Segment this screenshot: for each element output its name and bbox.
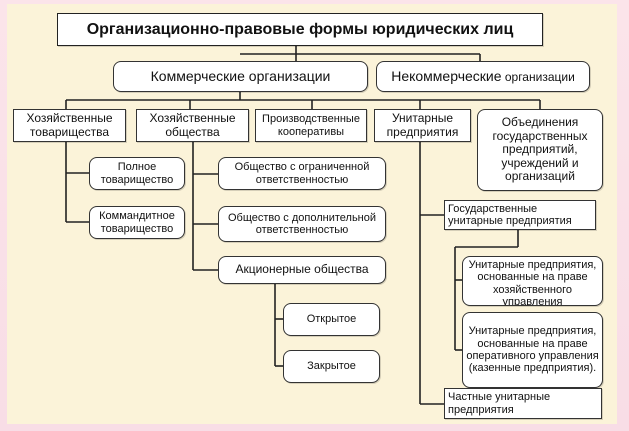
open-jsc-box: Открытое [283, 303, 380, 336]
state-unitary-box: Государственные унитарные предприятия [444, 200, 596, 230]
noncommercial-organizations-label: Некоммерческие организации [391, 67, 575, 85]
jsc-box: Акционерные общества [218, 256, 386, 284]
noncommercial-label-tail: организации [501, 69, 575, 84]
economic-partnerships-box: Хозяйственные товарищества [13, 109, 126, 142]
diagram-title: Организационно-правовые формы юридически… [57, 13, 543, 46]
economic-management-unitary-box: Унитарные предприятия, основанные на пра… [462, 256, 603, 306]
noncommercial-label-main: Некоммерческие [391, 67, 502, 84]
economic-companies-box: Хозяйственные общества [136, 109, 249, 142]
commercial-organizations-label: Коммерческие организации [150, 67, 331, 84]
private-unitary-box: Частные унитарные предприятия [444, 388, 602, 419]
operational-management-unitary-box: Унитарные предприятия, основанные на пра… [462, 312, 603, 388]
unitary-enterprises-box: Унитарные предприятия [374, 109, 471, 142]
noncommercial-organizations-box: Некоммерческие организации [376, 61, 590, 92]
closed-jsc-box: Закрытое [283, 350, 380, 383]
commercial-organizations-box: Коммерческие организации [113, 61, 368, 92]
production-cooperatives-box: Производственные кооперативы [255, 109, 367, 142]
full-partnership-box: Полное товарищество [89, 157, 185, 190]
limited-partnership-box: Коммандитное товарищество [89, 206, 185, 239]
associations-box: Объединения государственных предприятий,… [477, 109, 603, 191]
alc-box: Общество с дополнительной ответственност… [218, 206, 386, 242]
llc-box: Общество с ограниченной ответственностью [218, 157, 386, 190]
